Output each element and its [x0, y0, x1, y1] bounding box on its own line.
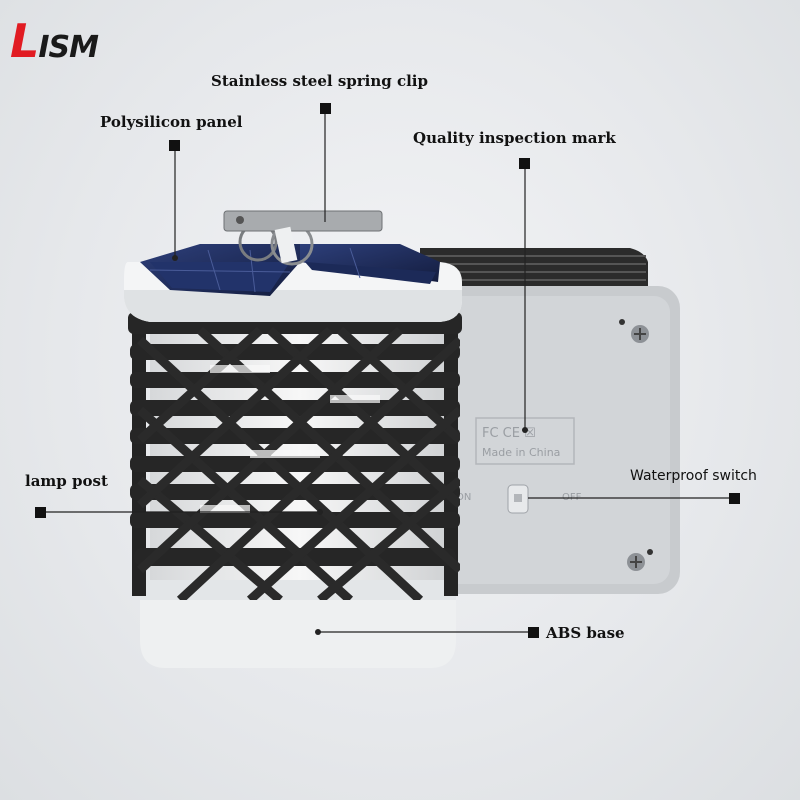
- marker-icon: [729, 493, 740, 504]
- marker-icon: [528, 627, 539, 638]
- front-lamp: [124, 210, 462, 668]
- made-in-mark: Made in China: [482, 446, 560, 459]
- marker-icon: [35, 507, 46, 518]
- brand-logo: L ISM: [10, 14, 99, 68]
- switch-on-mark: ON: [456, 492, 471, 503]
- rear-housing: FC CE ☒ Made in China ON OFF: [418, 248, 680, 594]
- callouts: [45, 110, 735, 633]
- marker-icon: [519, 158, 530, 169]
- marker-icon: [169, 140, 180, 151]
- logo-initial: L: [10, 14, 39, 68]
- solar-panel: [140, 244, 440, 296]
- label-waterproof-switch: Waterproof switch: [630, 468, 757, 484]
- spring-clip: [223, 210, 383, 266]
- label-abs-base: ABS base: [546, 624, 625, 642]
- label-quality-inspection-mark: Quality inspection mark: [413, 129, 616, 147]
- label-spring-clip: Stainless steel spring clip: [211, 72, 428, 90]
- label-polysilicon-panel: Polysilicon panel: [100, 113, 243, 131]
- logo-text: ISM: [38, 30, 99, 65]
- label-lamp-post: lamp post: [25, 472, 108, 490]
- cert-mark: FC CE ☒: [482, 426, 536, 441]
- marker-icon: [320, 103, 331, 114]
